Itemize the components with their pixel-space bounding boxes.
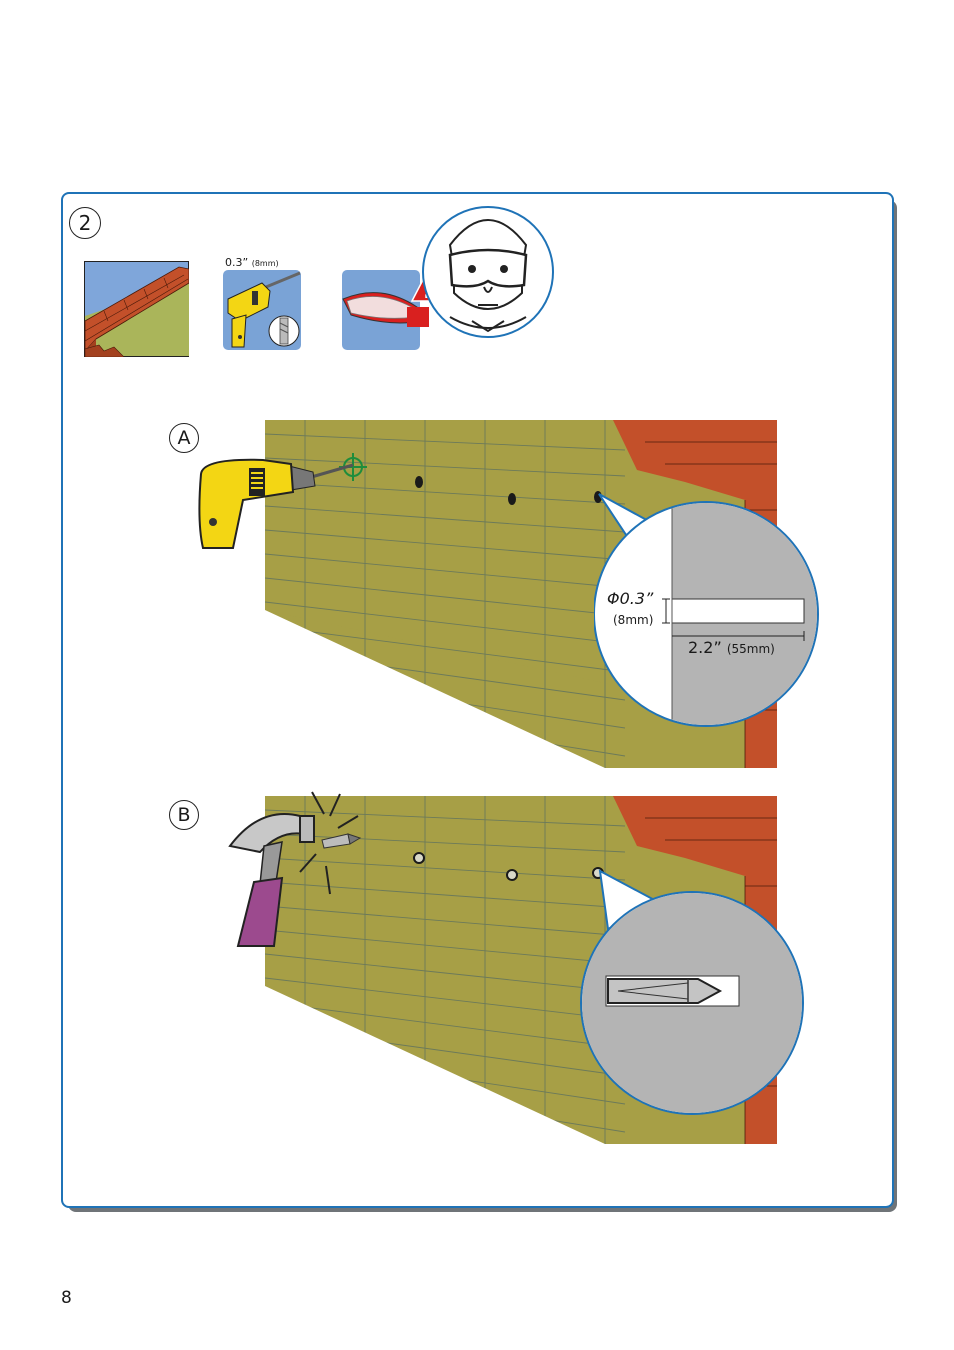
drill-bit-icon	[269, 316, 299, 346]
step-a-diameter-inch: Φ0.3”	[607, 589, 653, 608]
drill-icon	[222, 269, 302, 351]
step-a-depth: 2.2” (55mm)	[688, 638, 775, 657]
step-a-drill-icon	[193, 452, 368, 552]
brick-wall-icon	[84, 261, 189, 357]
step-a-depth-mm: (55mm)	[727, 642, 775, 656]
drill-size-inch: 0.3”	[225, 256, 248, 269]
drill-size-mm: (8mm)	[252, 259, 279, 268]
hammer-icon	[220, 786, 370, 952]
step-b-label: B	[169, 800, 199, 830]
step-a-diameter-mm: (8mm)	[613, 613, 653, 627]
page-number: 8	[61, 1288, 72, 1308]
step-a-depth-inch: 2.2”	[688, 638, 722, 657]
step-number: 2	[69, 207, 101, 239]
step-a-label: A	[169, 423, 199, 453]
face-with-goggles-icon	[420, 205, 557, 339]
step-b-detail-magnifier	[578, 863, 808, 1123]
wall-plug-icon	[322, 834, 360, 848]
drill-size-label: 0.3” (8mm)	[225, 256, 279, 269]
step-a-detail-magnifier	[594, 486, 824, 730]
